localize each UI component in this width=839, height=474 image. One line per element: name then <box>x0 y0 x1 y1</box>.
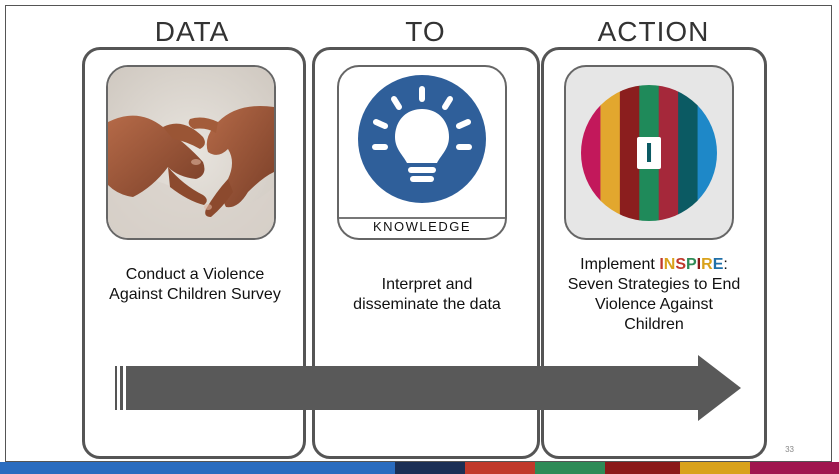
inspire-letter: I <box>696 256 702 273</box>
hands-photo-image <box>108 67 274 238</box>
inspire-stripe <box>678 85 699 221</box>
caption-action-line-4: Children <box>624 316 684 333</box>
inspire-stripe <box>658 85 679 221</box>
knowledge-label: KNOWLEDGE <box>372 219 471 234</box>
inspire-stripe <box>697 85 717 221</box>
caption-data-line-1: Conduct a Violence <box>125 266 265 283</box>
bottom-color-bar <box>0 462 839 474</box>
inspire-letter: S <box>675 256 686 273</box>
bottom-bar-segment <box>750 462 839 474</box>
bottom-bar-segment <box>535 462 605 474</box>
caption-action: Implement INSPIRE: Seven Strategies to E… <box>545 255 763 335</box>
inspire-logo-icon: I <box>581 85 717 221</box>
inspire-stripe <box>600 85 621 221</box>
right-arrow <box>115 355 741 421</box>
inspire-stripe <box>619 85 640 221</box>
inspire-letter: R <box>701 256 713 273</box>
inspire-letter: I <box>659 256 664 273</box>
inspire-logo-letter: I <box>645 137 653 168</box>
bottom-bar-segment <box>680 462 750 474</box>
inspire-letter: P <box>686 256 697 273</box>
inspire-letter: N <box>663 256 676 273</box>
caption-action-line-2: Seven Strategies to End <box>567 276 741 293</box>
caption-action-prefix: Implement <box>580 256 660 273</box>
bottom-bar-segment <box>0 462 395 474</box>
column-title-data: DATA <box>154 16 230 47</box>
bottom-bar-segment <box>465 462 535 474</box>
inspire-stripe <box>581 85 601 221</box>
slide-frame <box>5 5 832 462</box>
bottom-bar-segment <box>605 462 680 474</box>
caption-action-suffix: : <box>723 256 728 273</box>
caption-data-line-2: Against Children Survey <box>109 286 281 303</box>
caption-data: Conduct a Violence Against Children Surv… <box>88 265 302 305</box>
column-box-to <box>312 47 540 459</box>
inspire-tile: I <box>564 65 734 240</box>
column-title-to: TO <box>405 16 446 47</box>
page-number: 33 <box>785 445 794 454</box>
column-box-action <box>541 47 767 459</box>
column-box-data <box>82 47 306 459</box>
inspire-word: INSPIRE <box>659 256 723 273</box>
caption-action-line-1: Implement INSPIRE: <box>545 255 763 275</box>
column-title-action: ACTION <box>597 16 710 47</box>
caption-to-line-2: disseminate the data <box>353 296 501 313</box>
bottom-bar-segment <box>395 462 465 474</box>
knowledge-tile: KNOWLEDGE <box>337 65 507 240</box>
lightbulb-icon <box>358 75 486 203</box>
hands-photo <box>106 65 276 240</box>
inspire-letter: E <box>712 256 724 273</box>
caption-to-line-1: Interpret and <box>381 276 473 293</box>
caption-action-line-3: Violence Against <box>594 296 713 313</box>
caption-to: Interpret and disseminate the data <box>318 275 536 315</box>
